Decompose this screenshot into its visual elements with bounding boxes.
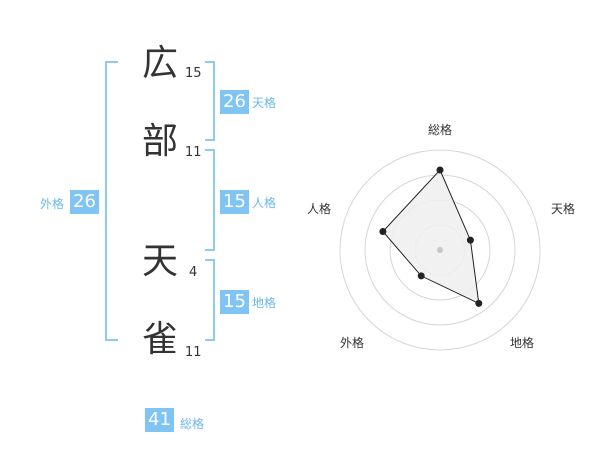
soukaku-label: 総格 [180, 417, 205, 431]
name-char-2: 部 [141, 121, 178, 162]
gaikaku-label: 外格 [40, 197, 65, 211]
radar-axis-label-soukaku: 総格 [428, 123, 453, 137]
radar-point-3 [475, 299, 483, 307]
radar-ring-4 [339, 149, 541, 351]
name-char-4: 雀 [141, 319, 178, 360]
radar-axis-label-chikaku: 地格 [510, 336, 535, 350]
jinkaku-label: 人格 [252, 196, 277, 210]
radar-center-dot [437, 247, 443, 253]
tenkaku-label: 天格 [252, 96, 277, 110]
radar-axis-label-jinkaku: 人格 [307, 202, 332, 216]
radar-point-4 [417, 272, 425, 280]
stroke-count-1: 15 [185, 66, 202, 81]
radar-point-5 [379, 228, 387, 235]
radar-points [379, 166, 483, 307]
chikaku-label: 地格 [252, 296, 277, 310]
name-char-1: 広 [141, 43, 178, 84]
radar-point-1 [436, 166, 444, 174]
chikaku-value: 15 [220, 290, 249, 314]
tenkaku-value: 26 [220, 90, 249, 114]
radar-area [382, 169, 480, 305]
stroke-count-2: 11 [185, 145, 202, 160]
stroke-count-3: 4 [189, 265, 198, 280]
jinkaku-value: 15 [220, 190, 249, 214]
radar-axis-label-gaikaku: 外格 [340, 336, 365, 350]
soukaku-value: 41 [145, 408, 174, 432]
radar-point-2 [466, 236, 474, 244]
stroke-count-4: 11 [185, 345, 202, 360]
gaikaku-value: 26 [70, 190, 99, 214]
name-char-3: 天 [141, 241, 178, 282]
radar-axis-label-tenkaku: 天格 [551, 202, 576, 216]
